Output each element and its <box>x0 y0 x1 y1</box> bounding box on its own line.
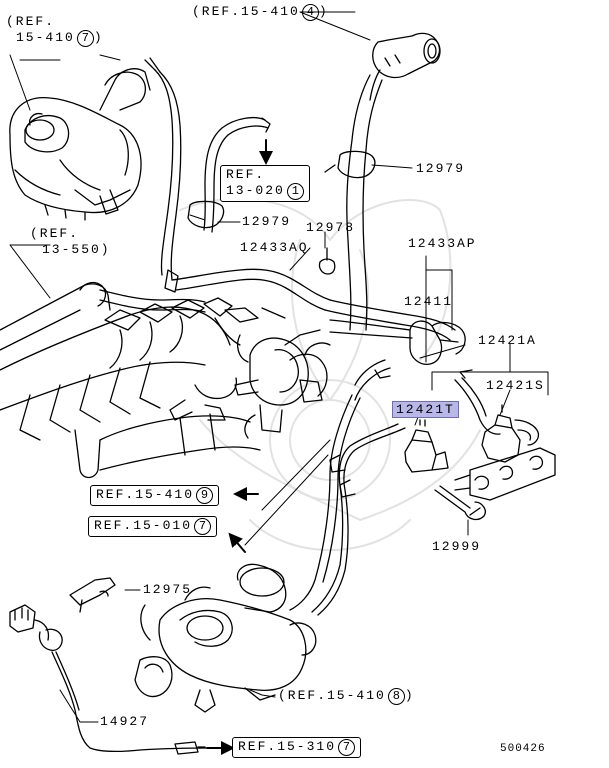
turbo-lower <box>134 563 317 713</box>
hose-clamp-12979-mid <box>187 200 225 229</box>
watermark-seal <box>179 197 481 551</box>
arrow-ref-15-010-7 <box>228 532 246 553</box>
solenoid-12411 <box>409 320 443 365</box>
part-14927[interactable]: 14927 <box>100 714 150 729</box>
throttle-body-assembly <box>214 307 331 439</box>
oil-hose-right-a <box>346 74 371 331</box>
part-12411[interactable]: 12411 <box>404 294 454 309</box>
solenoid-12421t <box>404 419 449 473</box>
ref-13-550-label: (REF. 13-550) <box>30 226 111 257</box>
part-12421s[interactable]: 12421S <box>486 378 545 393</box>
turbo-top-left <box>9 68 151 221</box>
pipe-bundle-a <box>329 299 456 331</box>
part-12999[interactable]: 12999 <box>432 539 482 554</box>
hose-to-lower-turbo-a <box>317 427 406 616</box>
part-12421t[interactable]: 12421T <box>392 401 459 418</box>
document-number: 500426 <box>500 743 546 755</box>
pipe-vertical-left-b <box>159 71 182 281</box>
fitting-12978 <box>318 258 336 275</box>
pipe-vertical-left-a <box>154 69 174 276</box>
part-12433ap[interactable]: 12433AP <box>408 236 477 251</box>
sensor-14927 <box>9 604 216 755</box>
part-12433aq[interactable]: 12433AQ <box>240 240 309 255</box>
hose-clamp-12979-top <box>337 150 376 179</box>
oil-hose-right-b <box>362 79 383 331</box>
part-12975[interactable]: 12975 <box>143 582 193 597</box>
pipe-ref-13-020 <box>203 117 266 231</box>
banjo-fitting-top <box>369 32 441 101</box>
part-12421a[interactable]: 12421A <box>478 333 537 348</box>
intake-manifold <box>0 281 261 479</box>
tube-12433aq <box>171 268 331 301</box>
bolt-12999 <box>434 485 486 521</box>
bracket-12975 <box>69 577 116 613</box>
part-12978[interactable]: 12978 <box>306 220 356 235</box>
bracket-12421a <box>454 447 556 501</box>
part-12979-mid[interactable]: 12979 <box>242 214 292 229</box>
part-12979-top[interactable]: 12979 <box>416 161 466 176</box>
